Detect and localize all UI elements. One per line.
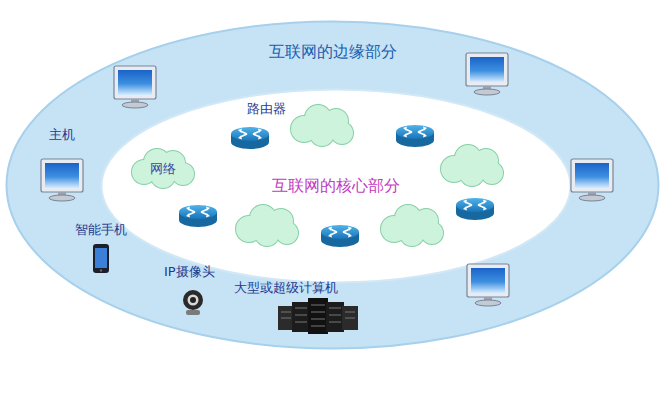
supercomputer-label: 大型或超级计算机 — [234, 280, 338, 296]
network-cloud-text: 网络 — [150, 161, 176, 177]
core-region: 互联网的核心部分 网络 — [100, 88, 572, 284]
router-label: 路由器 — [247, 101, 286, 117]
core-region-text: 互联网的核心部分 — [272, 176, 400, 195]
camera-label: IP摄像头 — [164, 264, 215, 280]
smartphone — [93, 244, 109, 273]
smartphone-label: 智能手机 — [75, 222, 127, 238]
host-label: 主机 — [49, 127, 75, 143]
edge-region: 互联网的边缘部分互联网的核心部分 网络 — [5, 20, 660, 350]
network-cloud: 网络 — [128, 148, 198, 190]
edge-region-text: 互联网的边缘部分 — [269, 42, 397, 61]
